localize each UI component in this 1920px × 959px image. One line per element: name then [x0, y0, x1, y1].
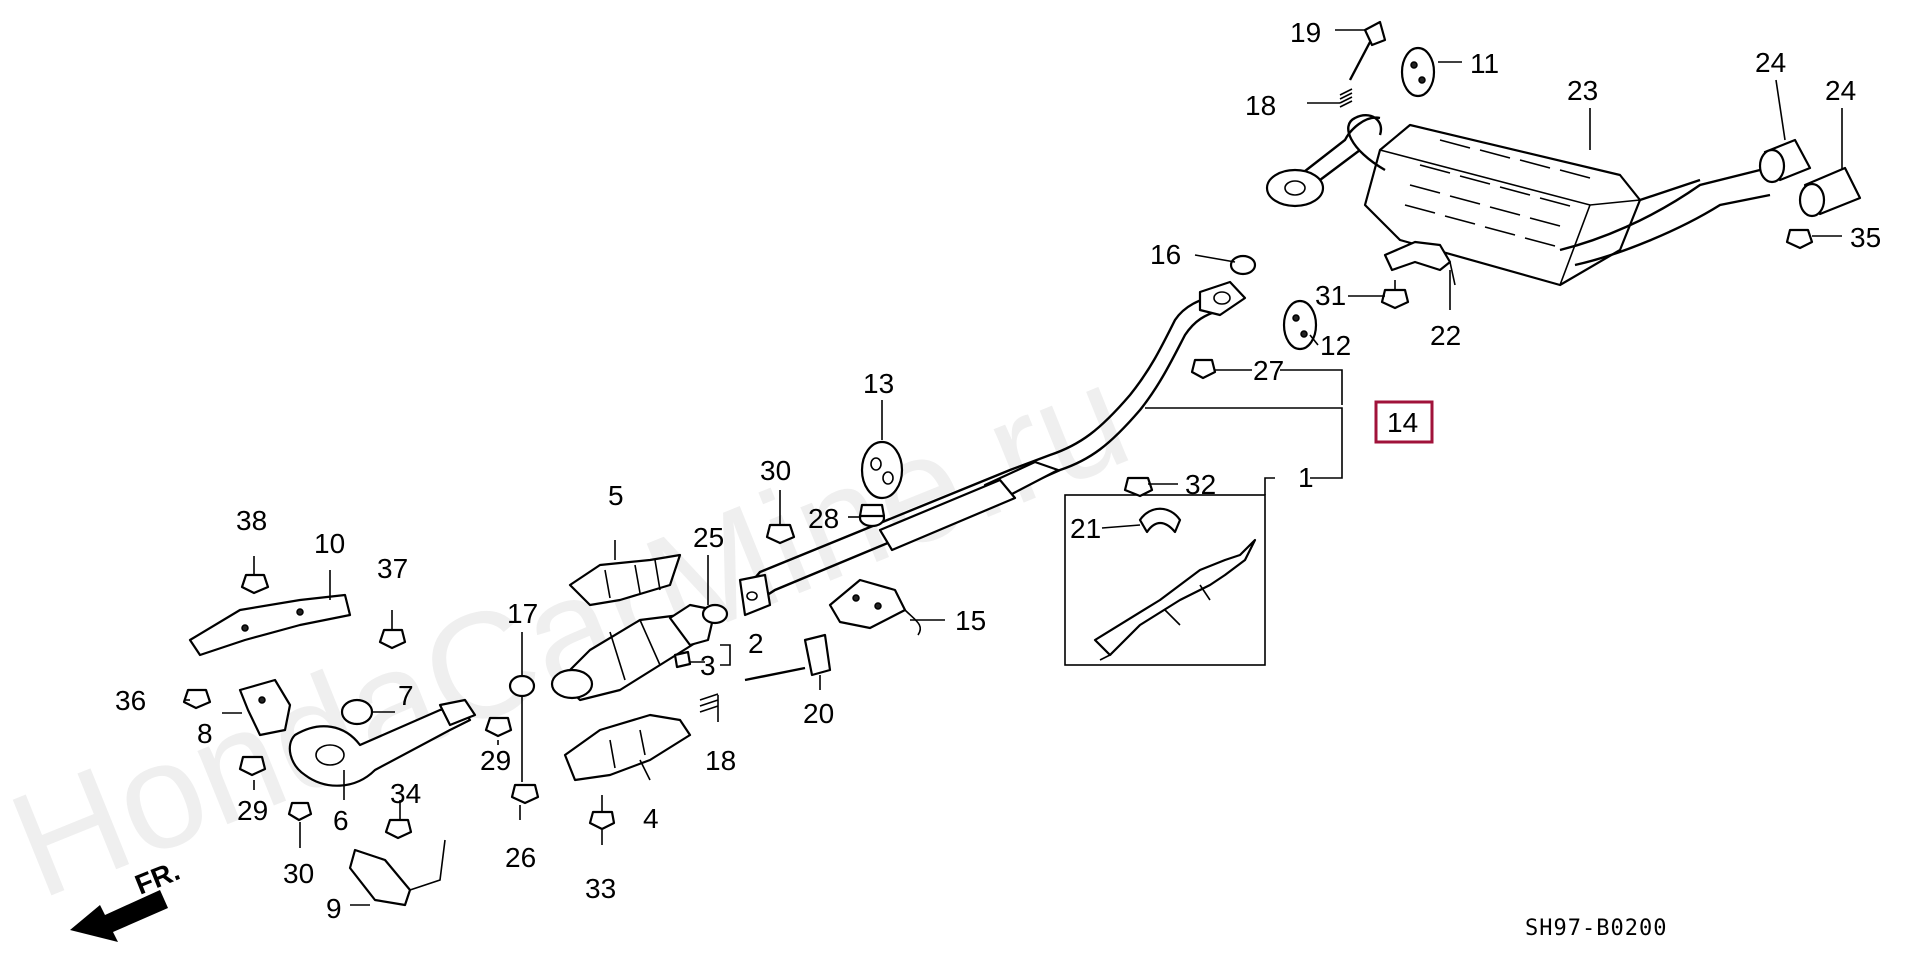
- spring-part-18-upper[interactable]: [1339, 88, 1353, 108]
- callout-19[interactable]: 19: [1290, 17, 1321, 48]
- callout-1[interactable]: 1: [1298, 462, 1314, 493]
- nut-part-27[interactable]: [1190, 358, 1217, 380]
- heat-shield-part-5[interactable]: [568, 553, 682, 607]
- nut-part-30-lower[interactable]: [287, 801, 313, 822]
- gasket-part-16[interactable]: [1229, 254, 1257, 276]
- callout-6[interactable]: 6: [333, 805, 349, 836]
- callout-12[interactable]: 12: [1320, 330, 1351, 361]
- bolt-part-37[interactable]: [378, 628, 407, 650]
- callout-22[interactable]: 22: [1430, 320, 1461, 351]
- callout-3[interactable]: 3: [700, 650, 716, 681]
- callout-13[interactable]: 13: [863, 368, 894, 399]
- bracket-part-10[interactable]: [188, 593, 352, 657]
- callout-23[interactable]: 23: [1567, 75, 1598, 106]
- callout-28[interactable]: 28: [808, 503, 839, 534]
- callout-16[interactable]: 16: [1150, 239, 1181, 270]
- catalytic-converter-part-2[interactable]: [550, 603, 717, 702]
- callout-25[interactable]: 25: [693, 522, 724, 553]
- callout-9[interactable]: 9: [326, 893, 342, 924]
- callout-30-upper[interactable]: 30: [760, 455, 791, 486]
- callout-26[interactable]: 26: [505, 842, 536, 873]
- callout-30-lower[interactable]: 30: [283, 858, 314, 889]
- callout-labels: 1 2 3 4 5 6 7 8 9 10 11 12 13 14 15 16 1…: [115, 17, 1881, 924]
- rubber-hanger-part-13[interactable]: [860, 440, 904, 500]
- callout-18-lower[interactable]: 18: [705, 745, 736, 776]
- bolt-part-33[interactable]: [588, 795, 616, 831]
- hanger-bracket-part-15[interactable]: [828, 578, 922, 636]
- callout-37[interactable]: 37: [377, 553, 408, 584]
- nut-part-29-left[interactable]: [238, 755, 267, 777]
- callout-29-left[interactable]: 29: [237, 795, 268, 826]
- front-arrow-icon: [70, 890, 168, 942]
- callout-27[interactable]: 27: [1253, 355, 1284, 386]
- callout-34[interactable]: 34: [390, 778, 421, 809]
- callout-17[interactable]: 17: [507, 598, 538, 629]
- callout-35[interactable]: 35: [1850, 222, 1881, 253]
- bolt-part-35[interactable]: [1785, 228, 1814, 250]
- bracket-part-8[interactable]: [238, 678, 292, 737]
- nut-part-30-upper[interactable]: [765, 523, 796, 545]
- gasket-part-25[interactable]: [701, 603, 729, 625]
- callout-29-right[interactable]: 29: [480, 745, 511, 776]
- spring-part-18-lower[interactable]: [699, 693, 719, 713]
- rubber-mount-part-11[interactable]: [1400, 46, 1436, 98]
- bracket-part-9[interactable]: [348, 839, 446, 907]
- callout-2[interactable]: 2: [748, 628, 764, 659]
- nut-part-29-right[interactable]: [484, 716, 513, 738]
- front-pipe-part-6[interactable]: [288, 698, 477, 787]
- muffler-part-23[interactable]: [1265, 113, 1771, 287]
- diagram-code: SH97-B0200: [1525, 916, 1667, 941]
- callout-24-right[interactable]: 24: [1825, 75, 1856, 106]
- callout-10[interactable]: 10: [314, 528, 345, 559]
- callout-33[interactable]: 33: [585, 873, 616, 904]
- bolt-part-3[interactable]: [673, 650, 692, 669]
- detail-box: [1064, 494, 1266, 666]
- bolt-part-38[interactable]: [240, 573, 270, 595]
- callout-11[interactable]: 11: [1470, 48, 1499, 79]
- callout-21[interactable]: 21: [1070, 513, 1101, 544]
- nut-part-28[interactable]: [858, 503, 886, 528]
- callout-8[interactable]: 8: [197, 718, 213, 749]
- bolt-part-34[interactable]: [384, 818, 413, 840]
- callout-4[interactable]: 4: [643, 803, 659, 834]
- center-pipe-part-1[interactable]: [738, 280, 1247, 617]
- callout-38[interactable]: 38: [236, 505, 267, 536]
- nut-part-26[interactable]: [510, 783, 540, 805]
- callout-5[interactable]: 5: [608, 480, 624, 511]
- callout-14[interactable]: 14: [1387, 407, 1418, 438]
- callout-7[interactable]: 7: [398, 680, 414, 711]
- nut-part-32[interactable]: [1123, 476, 1154, 498]
- callout-18-upper[interactable]: 18: [1245, 90, 1276, 121]
- clamp-part-21[interactable]: [1138, 507, 1182, 534]
- leader-lines: [184, 29, 1843, 906]
- rubber-mount-part-12[interactable]: [1282, 299, 1318, 351]
- pipe-cover-part-24b[interactable]: [1798, 166, 1862, 218]
- bolt-part-19[interactable]: [1348, 20, 1387, 81]
- callout-31[interactable]: 31: [1315, 280, 1346, 311]
- callout-36[interactable]: 36: [115, 685, 146, 716]
- callout-15[interactable]: 15: [955, 605, 986, 636]
- callout-20[interactable]: 20: [803, 698, 834, 729]
- nut-part-31[interactable]: [1380, 280, 1410, 310]
- heat-shield-part-21[interactable]: [1093, 538, 1257, 661]
- bolt-part-20[interactable]: [744, 633, 832, 682]
- heat-shield-part-4[interactable]: [563, 713, 692, 782]
- hanger-bracket-part-22[interactable]: [1383, 240, 1456, 286]
- highlight-box-14: [1374, 400, 1434, 444]
- callout-32[interactable]: 32: [1185, 469, 1216, 500]
- callout-24-left[interactable]: 24: [1755, 47, 1786, 78]
- pipe-cover-part-24a[interactable]: [1758, 138, 1812, 184]
- gasket-part-7[interactable]: [340, 698, 374, 726]
- gasket-part-17[interactable]: [508, 674, 536, 698]
